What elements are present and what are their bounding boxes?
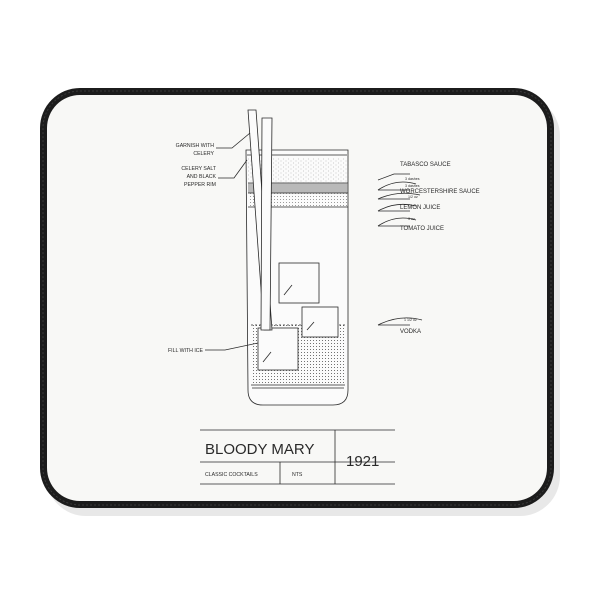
cocktail-drawing	[200, 109, 423, 485]
mat-stitching	[42, 90, 552, 506]
ingredient-name-tabasco: TABASCO SAUCE	[400, 162, 451, 168]
measure-lemon: 1/2 oz	[408, 195, 418, 199]
measure-worcestershire: 3 dashes	[405, 184, 420, 188]
garnish-label-1: GARNISH WITH	[176, 143, 215, 149]
marker-4	[377, 217, 417, 227]
ingredient-name-tomato: TOMATO JUICE	[400, 226, 444, 232]
year-text: 1921	[346, 453, 379, 470]
rim-label-1: CELERY SALT	[181, 166, 216, 172]
measure-vodka: 1 1/2 oz	[404, 318, 417, 322]
title-text: BLOODY MARY	[205, 441, 314, 458]
garnish-label-2: CELERY	[193, 151, 214, 157]
rim-leader	[218, 159, 248, 179]
ice-leader	[205, 342, 259, 351]
ingredient-name-lemon: LEMON JUICE	[400, 205, 440, 211]
worcestershire-layer	[248, 183, 348, 193]
ingredient-name-worcestershire: WORCESTERSHIRE SAUCE	[400, 189, 480, 195]
celery-stick-2	[260, 117, 273, 331]
ice-label: FILL WITH ICE	[168, 348, 204, 354]
scale-text: NTS	[292, 472, 303, 478]
rim-label-3: PEPPER RIM	[184, 182, 216, 188]
marker-1	[377, 181, 417, 191]
ice-cube-right	[301, 306, 339, 338]
measure-tabasco: 3 dashes	[405, 177, 420, 181]
ingredient-name-vodka: VODKA	[400, 329, 421, 335]
ice-cube-left	[257, 327, 299, 371]
ice-cube-top	[278, 262, 320, 304]
category-text: CLASSIC COCKTAILS	[205, 472, 258, 478]
garnish-leader	[216, 132, 251, 149]
tabasco-marker	[377, 173, 410, 181]
measure-tomato: 3 oz	[408, 217, 415, 221]
marker-2	[377, 192, 421, 200]
marker-5	[377, 317, 423, 326]
lemon-layer	[248, 193, 348, 207]
marker-3	[377, 203, 417, 212]
rim-label-2: AND BLACK	[187, 174, 217, 180]
